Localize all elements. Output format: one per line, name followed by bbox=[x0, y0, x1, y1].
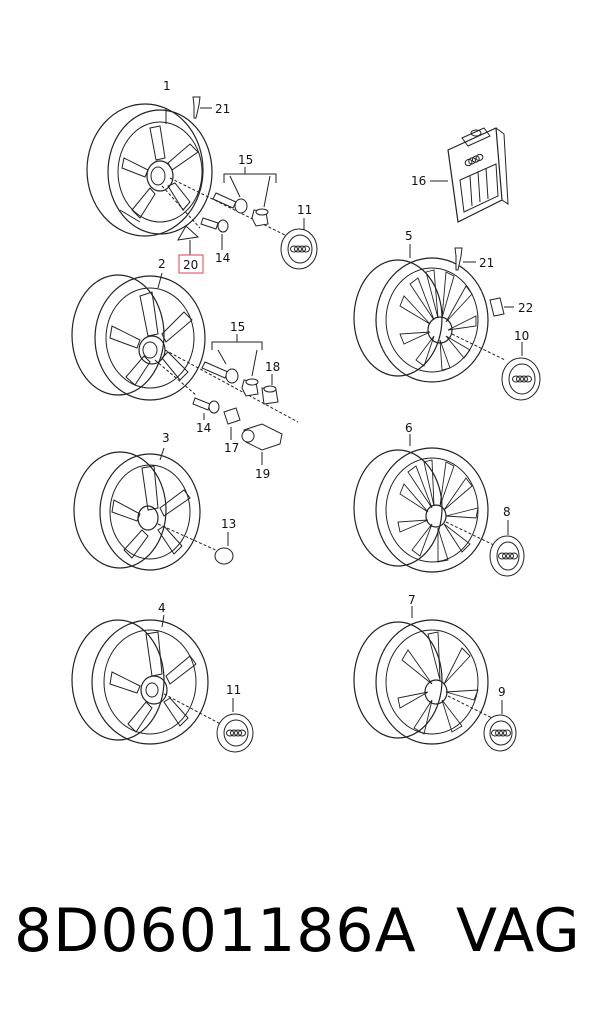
callout-3: 3 bbox=[162, 431, 170, 445]
callout-15-lower: 15 bbox=[230, 320, 245, 334]
callout-14-upper: 14 bbox=[215, 251, 230, 265]
callout-19: 19 bbox=[255, 467, 270, 481]
callout-22: 22 bbox=[518, 301, 533, 315]
wheel-3 bbox=[73, 447, 234, 571]
callout-16: 16 bbox=[411, 174, 426, 188]
callout-10: 10 bbox=[514, 329, 529, 343]
callout-8: 8 bbox=[503, 505, 511, 519]
wheel-1 bbox=[86, 103, 213, 237]
callout-13: 13 bbox=[221, 517, 236, 531]
part-number: 8D0601186A bbox=[14, 896, 417, 966]
callout-7: 7 bbox=[408, 593, 416, 607]
wheel-1-hardware bbox=[161, 96, 318, 270]
package-16 bbox=[430, 127, 509, 223]
callout-14-lower: 14 bbox=[196, 421, 211, 435]
callout-15-upper: 15 bbox=[238, 153, 253, 167]
wheel-7 bbox=[353, 606, 517, 752]
brand-label: VAG bbox=[456, 896, 580, 966]
wheel-5 bbox=[353, 244, 541, 401]
callout-17: 17 bbox=[224, 441, 239, 455]
wheel-6 bbox=[353, 434, 525, 577]
callout-11-lower: 11 bbox=[226, 683, 241, 697]
callout-21-lower: 21 bbox=[479, 256, 494, 270]
callout-21-upper: 21 bbox=[215, 102, 230, 116]
callout-11-upper: 11 bbox=[297, 203, 312, 217]
callout-2: 2 bbox=[158, 257, 166, 271]
callout-9: 9 bbox=[498, 685, 506, 699]
wheel-2-hardware bbox=[154, 334, 299, 465]
callout-1: 1 bbox=[163, 79, 171, 93]
wheel-2 bbox=[71, 272, 206, 401]
callout-6: 6 bbox=[405, 421, 413, 435]
callout-4: 4 bbox=[158, 601, 166, 615]
callout-18: 18 bbox=[265, 360, 280, 374]
callout-20-highlight bbox=[178, 254, 204, 274]
callout-20: 20 bbox=[183, 258, 198, 272]
callout-5: 5 bbox=[405, 229, 413, 243]
wheel-4 bbox=[71, 614, 254, 753]
